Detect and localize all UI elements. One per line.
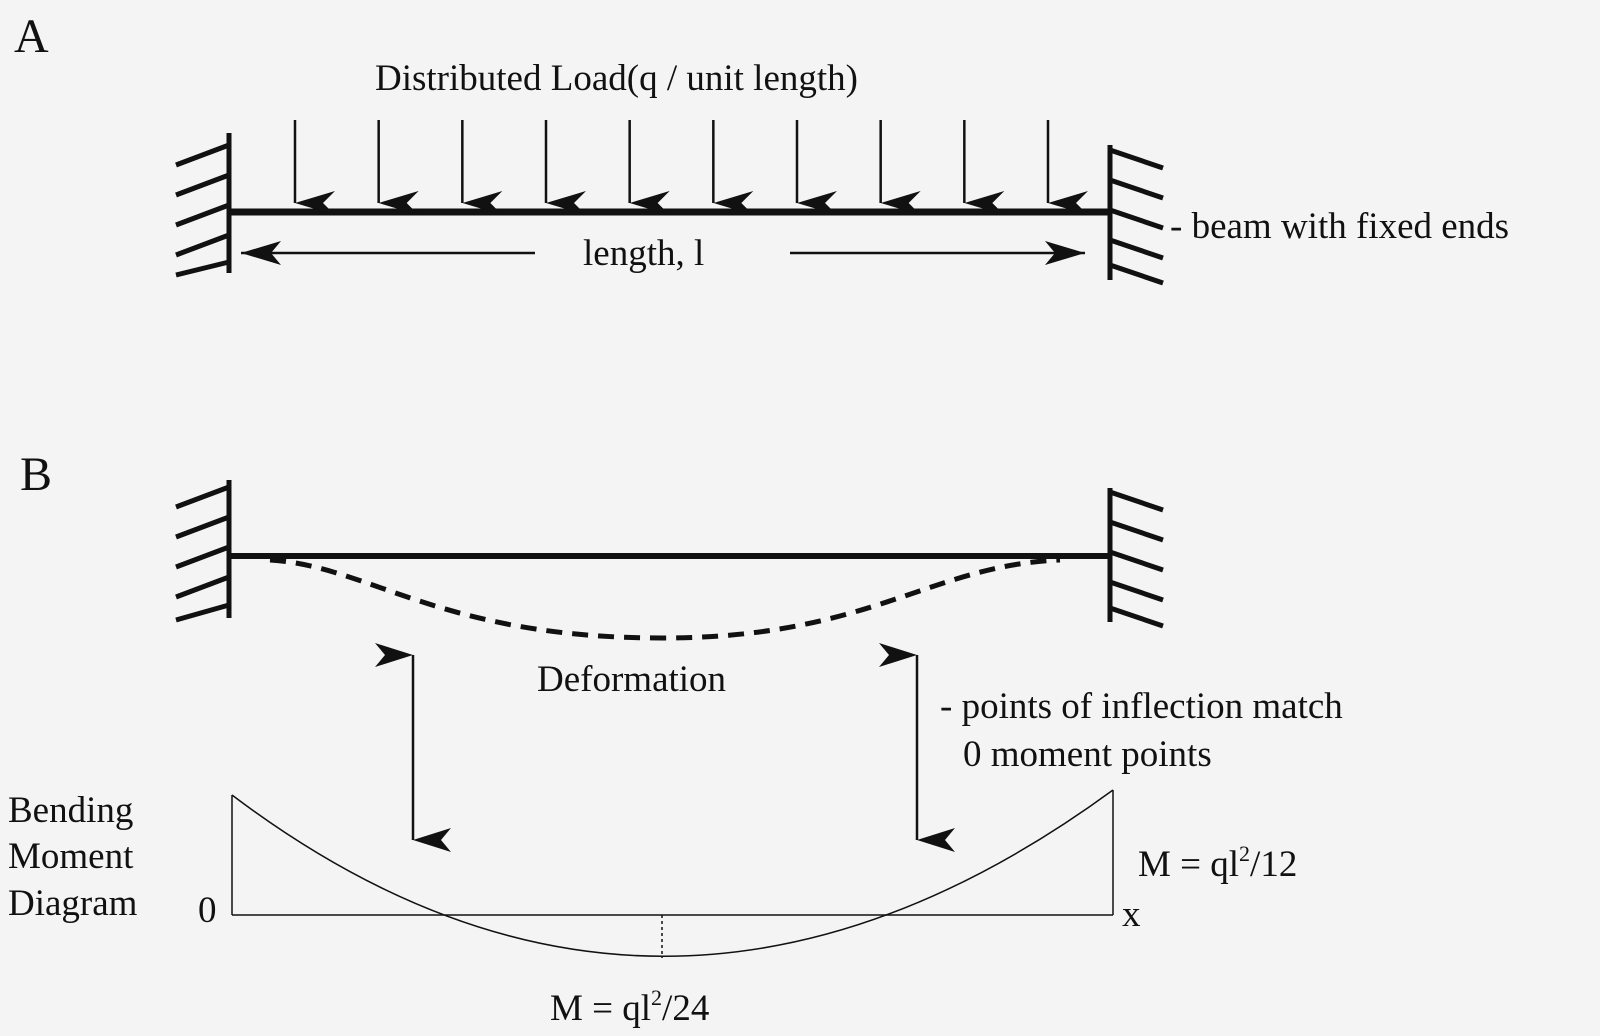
panel-b-label: B bbox=[20, 448, 52, 501]
end-moment-label: M = ql2/12 bbox=[1138, 841, 1297, 885]
mid-moment-label: M = ql2/24 bbox=[550, 985, 709, 1029]
x-axis-label: x bbox=[1122, 894, 1141, 935]
distributed-load-label: Distributed Load(q / unit length) bbox=[375, 58, 858, 99]
left-fixed-support-a bbox=[175, 133, 232, 278]
bmd-zero-label: 0 bbox=[198, 890, 217, 931]
bmd-label-line1: Bending bbox=[8, 790, 133, 831]
bmd-label-line2: Moment bbox=[8, 836, 134, 877]
right-fixed-support-a bbox=[1107, 145, 1164, 286]
deformation-label: Deformation bbox=[537, 659, 726, 700]
inflection-note-line1: - points of inflection match bbox=[940, 686, 1343, 727]
left-fixed-support-b bbox=[175, 480, 232, 623]
bmd-label-line3: Diagram bbox=[8, 883, 138, 924]
bmd-curve bbox=[231, 789, 1114, 957]
inflection-note-line2: 0 moment points bbox=[963, 734, 1212, 775]
load-arrows bbox=[293, 120, 1088, 215]
length-label: length, l bbox=[583, 233, 704, 274]
right-fixed-support-b bbox=[1107, 488, 1164, 629]
beam-note: - beam with fixed ends bbox=[1170, 206, 1509, 247]
panel-a-label: A bbox=[14, 10, 49, 63]
deformation-curve bbox=[269, 557, 1061, 641]
